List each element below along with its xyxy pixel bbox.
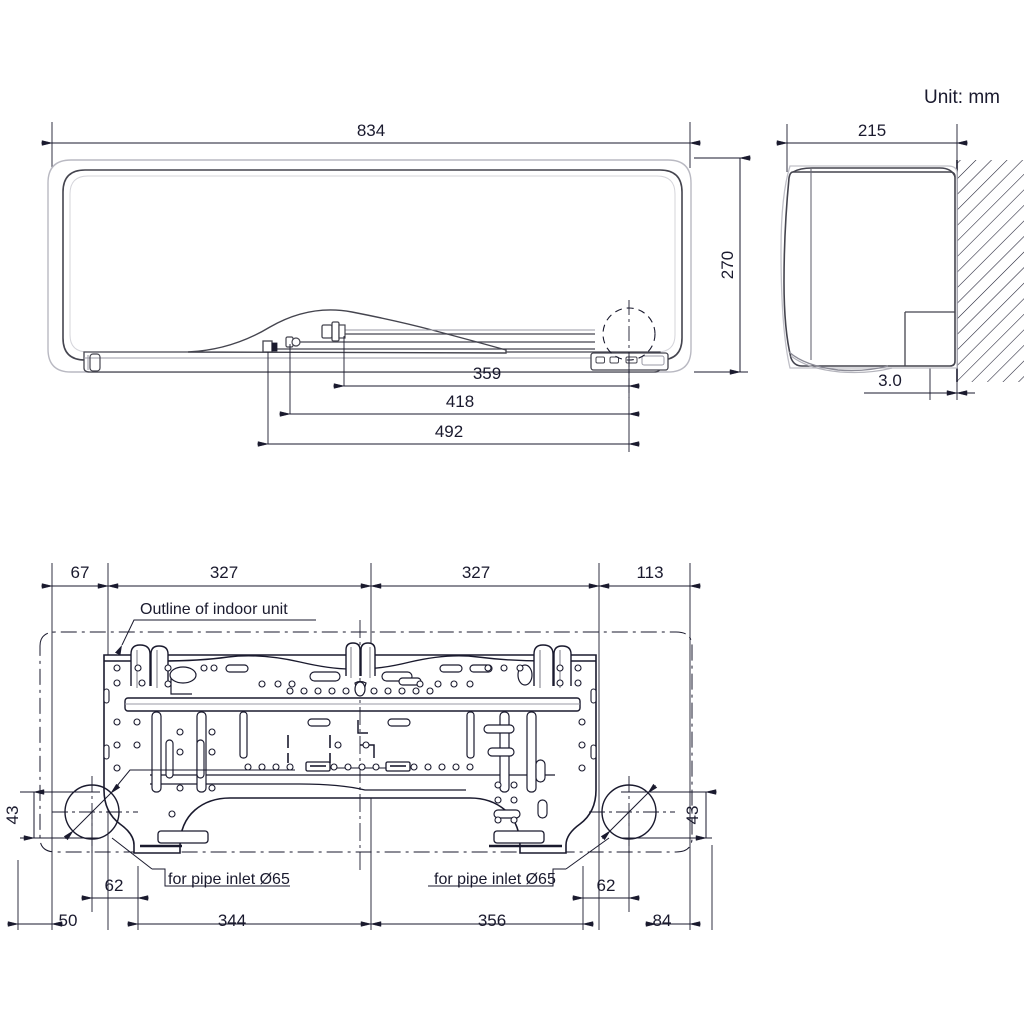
dimension-label-344: 344 [218,911,246,930]
front-panel-inner-line [69,175,676,353]
dimension-pipe-492: 492 [257,422,640,447]
plate-round-holes [113,664,586,824]
dimension-label-62-right: 62 [597,876,616,895]
plate-bottom-tabs [157,830,545,844]
side-air-outlet-curve-2 [790,355,893,374]
dimension-label-834: 834 [357,121,385,140]
dimension-label-43-right: 43 [683,806,702,825]
dimension-62-left: 62 [81,876,149,901]
dimension-depth-215: 215 [776,121,968,146]
dimension-43-left: 43 [3,789,45,841]
unit-note: Unit: mm [924,87,1000,108]
front-flare-nut-large [321,321,346,342]
front-air-outlet [83,351,661,373]
plate-lower-rib [150,774,555,791]
wall-hatching [957,160,1024,382]
pipe-inlet-callout-left: for pipe inlet Ø65 [111,769,295,888]
front-display-led-2 [609,356,619,364]
plate-stiffening-rail [124,697,581,712]
dimension-pipe-359: 359 [333,364,640,389]
front-view: 834 270 [41,121,751,452]
dimension-label-492: 492 [435,422,463,441]
plate-oval-left [169,666,197,684]
dimension-label-270: 270 [718,251,737,279]
plate-level-marks [287,735,331,763]
dimension-label-327-left: 327 [210,563,238,582]
dimension-label-67: 67 [71,563,90,582]
dimension-gap-3-0: 3.0 [864,371,975,396]
front-pipe-extension-lines [267,336,630,452]
dimension-width-834: 834 [41,121,701,146]
dimension-label-215: 215 [858,121,886,140]
pipe-inlet-label-left: for pipe inlet Ø65 [168,871,290,888]
pipe-inlet-callout-right: for pipe inlet Ø65 [428,837,610,888]
front-display-window [641,355,665,366]
plate-corner-mark-a [357,720,368,734]
mounting-plate-body [103,620,597,870]
plate-edge-notches [103,688,597,760]
dimension-chain-bottom: 50 344 356 84 [7,911,701,930]
dimension-label-418: 418 [446,392,474,411]
mounting-plate-plan-view: 67 327 327 113 Outline of indoor unit [3,563,717,930]
side-profile [783,171,956,367]
dimension-label-43-left: 43 [3,806,22,825]
dimension-label-84: 84 [653,911,672,930]
side-view: 215 3.0 [776,121,1024,400]
dimension-height-270: 270 [718,155,751,375]
dimension-label-327-right: 327 [462,563,490,582]
plate-oblong-slots-mid [165,718,548,819]
dimension-label-62-left: 62 [105,876,124,895]
side-air-outlet-curve [788,351,889,372]
front-piping-assembly [187,309,595,354]
front-drain-connector [262,340,273,353]
dimension-label-50: 50 [59,911,78,930]
plate-hook-right [533,644,572,688]
dimension-chain-top: 67 327 327 113 [41,563,701,589]
front-flare-nut-small [285,336,301,348]
front-panel [62,169,683,361]
front-display-module [590,352,669,371]
side-top-edge [792,167,956,178]
front-display-led-1 [595,356,605,364]
front-outlet-left-tab [89,353,101,372]
dimension-label-113: 113 [636,563,663,582]
plan-outline-callout: Outline of indoor unit [114,601,316,656]
pipe-inlet-label-right: for pipe inlet Ø65 [434,871,556,888]
plan-bottom-extension-lines [17,845,713,930]
dimension-label-356: 356 [478,911,506,930]
plan-outline-callout-label: Outline of indoor unit [140,601,288,618]
dimension-62-right: 62 [572,876,640,901]
dimension-label-359: 359 [473,364,501,383]
dimension-43-right: 43 [683,789,717,841]
dimension-label-3-0: 3.0 [878,371,902,390]
plate-center-keyhole [354,681,366,697]
plate-oblong-slots-top [225,664,493,686]
plan-indoor-unit-outline [39,631,693,853]
dimension-pipe-418: 418 [279,392,640,417]
